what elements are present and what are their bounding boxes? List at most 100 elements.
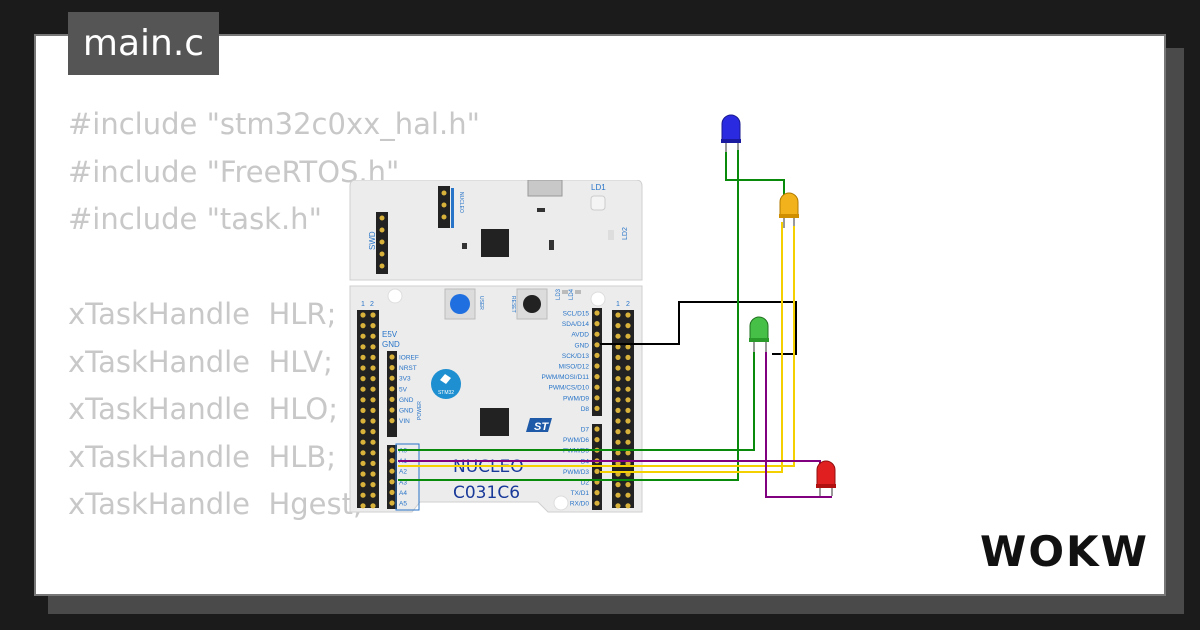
header-pin[interactable] [615, 492, 621, 498]
header-pin[interactable] [360, 365, 366, 371]
header-pin[interactable] [360, 312, 366, 318]
header-pin[interactable] [594, 352, 600, 358]
header-pin[interactable] [360, 397, 366, 403]
header-pin[interactable] [625, 439, 631, 445]
header-pin[interactable] [594, 363, 600, 369]
header-pin[interactable] [389, 365, 395, 371]
header-pin[interactable] [370, 503, 376, 509]
header-pin[interactable] [370, 333, 376, 339]
header-pin[interactable] [594, 331, 600, 337]
header-pin[interactable] [370, 460, 376, 466]
header-pin[interactable] [389, 396, 395, 402]
header-pin[interactable] [625, 333, 631, 339]
header-pin[interactable] [360, 333, 366, 339]
header-pin[interactable] [370, 407, 376, 413]
header-pin[interactable] [625, 376, 631, 382]
header-pin[interactable] [360, 482, 366, 488]
header-pin[interactable] [360, 460, 366, 466]
header-pin[interactable] [370, 376, 376, 382]
header-pin[interactable] [594, 342, 600, 348]
header-pin[interactable] [625, 312, 631, 318]
header-pin[interactable] [370, 397, 376, 403]
header-pin[interactable] [389, 375, 395, 381]
header-pin[interactable] [615, 418, 621, 424]
header-pin[interactable] [370, 429, 376, 435]
header-pin[interactable] [615, 323, 621, 329]
header-pin[interactable] [360, 471, 366, 477]
header-pin[interactable] [615, 407, 621, 413]
header-pin[interactable] [594, 468, 600, 474]
wire-green-a3[interactable] [398, 148, 739, 481]
header-pin[interactable] [615, 386, 621, 392]
header-pin[interactable] [360, 418, 366, 424]
header-pin[interactable] [389, 418, 395, 424]
header-pin[interactable] [625, 492, 631, 498]
header-pin[interactable] [389, 386, 395, 392]
header-pin[interactable] [594, 310, 600, 316]
header-pin[interactable] [370, 323, 376, 329]
wire-green-blue-orange[interactable] [725, 148, 785, 220]
reset-button[interactable] [523, 295, 541, 313]
header-pin[interactable] [625, 407, 631, 413]
user-button[interactable] [450, 294, 470, 314]
header-pin[interactable] [389, 447, 395, 453]
header-pin[interactable] [360, 323, 366, 329]
header-pin[interactable] [389, 479, 395, 485]
wire-green-a0[interactable] [398, 346, 755, 451]
file-tab[interactable]: main.c [68, 12, 219, 75]
header-pin[interactable] [360, 344, 366, 350]
header-pin[interactable] [594, 374, 600, 380]
header-pin[interactable] [360, 354, 366, 360]
header-pin[interactable] [360, 386, 366, 392]
wire-purple-green-red[interactable] [765, 352, 832, 498]
header-pin[interactable] [625, 323, 631, 329]
led-red[interactable] [816, 460, 836, 496]
header-pin[interactable] [615, 429, 621, 435]
header-pin[interactable] [594, 321, 600, 327]
header-pin[interactable] [594, 395, 600, 401]
header-pin[interactable] [389, 407, 395, 413]
header-pin[interactable] [615, 333, 621, 339]
header-pin[interactable] [360, 429, 366, 435]
header-pin[interactable] [615, 344, 621, 350]
header-pin[interactable] [625, 365, 631, 371]
header-pin[interactable] [625, 418, 631, 424]
header-pin[interactable] [370, 471, 376, 477]
header-pin[interactable] [389, 354, 395, 360]
header-pin[interactable] [615, 503, 621, 509]
header-pin[interactable] [615, 450, 621, 456]
header-pin[interactable] [370, 386, 376, 392]
wire-yellow-a2[interactable] [398, 222, 795, 467]
header-pin[interactable] [360, 407, 366, 413]
header-pin[interactable] [360, 439, 366, 445]
header-pin[interactable] [594, 384, 600, 390]
header-pin[interactable] [360, 376, 366, 382]
header-pin[interactable] [360, 450, 366, 456]
header-pin[interactable] [594, 500, 600, 506]
header-pin[interactable] [360, 492, 366, 498]
header-pin[interactable] [615, 376, 621, 382]
header-pin[interactable] [625, 460, 631, 466]
header-pin[interactable] [625, 482, 631, 488]
header-pin[interactable] [370, 450, 376, 456]
header-pin[interactable] [594, 437, 600, 443]
header-pin[interactable] [594, 426, 600, 432]
header-pin[interactable] [625, 344, 631, 350]
header-pin[interactable] [389, 489, 395, 495]
header-pin[interactable] [615, 354, 621, 360]
header-pin[interactable] [625, 354, 631, 360]
header-pin[interactable] [625, 429, 631, 435]
header-pin[interactable] [389, 458, 395, 464]
header-pin[interactable] [625, 386, 631, 392]
wire-yellow-d3[interactable] [600, 222, 783, 473]
header-pin[interactable] [615, 312, 621, 318]
header-pin[interactable] [625, 450, 631, 456]
header-pin[interactable] [370, 365, 376, 371]
header-pin[interactable] [370, 354, 376, 360]
header-pin[interactable] [370, 482, 376, 488]
header-pin[interactable] [615, 482, 621, 488]
led-green[interactable] [749, 316, 769, 352]
header-pin[interactable] [594, 405, 600, 411]
header-pin[interactable] [370, 344, 376, 350]
header-pin[interactable] [370, 418, 376, 424]
